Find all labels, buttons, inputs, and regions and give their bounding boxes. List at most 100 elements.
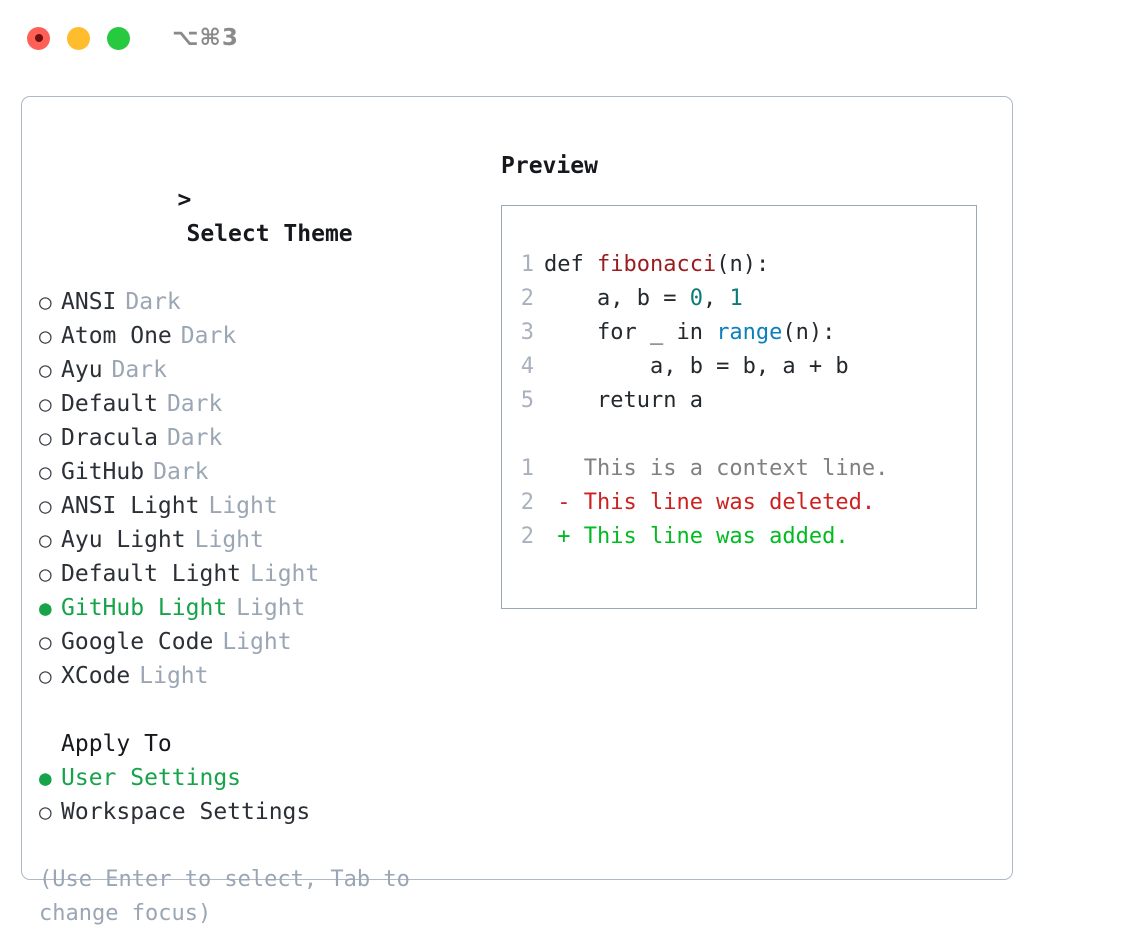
code-line: 5 return a	[502, 384, 976, 418]
line-number: 4	[520, 354, 534, 379]
theme-option-label: Atom One	[61, 323, 172, 349]
code-line: 4 a, b = b, a + b	[502, 350, 976, 384]
minimize-button[interactable]	[67, 26, 90, 50]
radio-unselected-icon: ○	[39, 630, 52, 654]
code-token: for _ in	[544, 320, 717, 345]
theme-variant-tag: Light	[236, 595, 306, 621]
radio-unselected-icon: ○	[39, 528, 52, 552]
code-token: return a	[544, 388, 703, 413]
theme-variant-tag: Light	[250, 561, 320, 587]
radio-selected-icon: ●	[39, 766, 52, 790]
radio-unselected-icon: ○	[39, 358, 52, 382]
theme-variant-tag: Light	[139, 663, 209, 689]
line-number: 3	[520, 320, 534, 345]
select-theme-title: Select Theme	[186, 221, 353, 247]
line-number: 5	[520, 388, 534, 413]
apply-to-header: Apply To	[61, 731, 172, 757]
theme-option-label: GitHub Light	[61, 595, 228, 621]
radio-unselected-icon: ○	[39, 800, 52, 824]
diff-line: 1 This is a context line.	[502, 452, 976, 486]
theme-option-label: Google Code	[61, 629, 214, 655]
code-line: 1 def fibonacci(n):	[502, 248, 976, 282]
theme-variant-tag: Dark	[166, 425, 223, 451]
apply-to-option-workspace-settings[interactable]: ○ Workspace Settings	[39, 795, 479, 829]
theme-option-label: Ayu	[61, 357, 103, 383]
apply-to-option-user-settings[interactable]: ● User Settings	[39, 761, 479, 795]
code-line: 3 for _ in range(n):	[502, 316, 976, 350]
radio-unselected-icon: ○	[39, 324, 52, 348]
apply-to-option-label: Workspace Settings	[61, 799, 311, 825]
keyboard-shortcut-label: ⌥⌘3	[172, 25, 239, 51]
theme-option-label: Default Light	[61, 561, 242, 587]
line-number: 2	[520, 286, 534, 311]
code-token: (n):	[716, 252, 770, 277]
diff-line-text: + This line was added.	[544, 524, 849, 549]
diff-line: 2 + This line was added.	[502, 520, 976, 554]
code-token: fibonacci	[596, 252, 717, 277]
code-token: a, b = b, a + b	[544, 354, 849, 379]
apply-to-option-label: User Settings	[61, 765, 242, 791]
theme-variant-tag: Dark	[153, 459, 209, 485]
radio-unselected-icon: ○	[39, 392, 52, 416]
prompt-caret-icon: >	[177, 187, 192, 213]
code-line-text: for _ in range(n):	[544, 316, 835, 350]
code-spacer	[502, 418, 976, 452]
diff-line-text: This is a context line.	[544, 456, 889, 481]
apply-to-list: ● User Settings ○ Workspace Settings	[39, 761, 479, 829]
code-token: a, b =	[544, 286, 690, 311]
radio-unselected-icon: ○	[39, 494, 52, 518]
theme-option-label: ANSI Light	[61, 493, 200, 519]
theme-option-ayu[interactable]: ○ Ayu Dark	[39, 353, 479, 387]
theme-variant-tag: Dark	[166, 391, 223, 417]
theme-option-ansi-light[interactable]: ○ ANSI Light Light	[39, 489, 479, 523]
diff-line-text: - This line was deleted.	[544, 490, 876, 515]
code-token: 0	[689, 286, 703, 311]
code-line: 2 a, b = 0, 1	[502, 282, 976, 316]
code-line-text: return a	[544, 384, 703, 418]
theme-option-label: Ayu Light	[61, 527, 186, 553]
theme-variant-tag: Light	[208, 493, 278, 519]
code-token: def	[544, 252, 597, 277]
code-token: 1	[729, 286, 743, 311]
diff-line: 2 - This line was deleted.	[502, 486, 976, 520]
theme-variant-tag: Dark	[125, 289, 181, 315]
radio-unselected-icon: ○	[39, 664, 52, 688]
diff-line-number: 1	[520, 456, 534, 481]
code-line-text: a, b = 0, 1	[544, 282, 743, 316]
theme-option-label: ANSI	[61, 289, 117, 315]
theme-option-xcode[interactable]: ○ XCode Light	[39, 659, 479, 693]
diff-line-number: 2	[520, 524, 534, 549]
titlebar: ⌥⌘3	[0, 0, 1140, 76]
radio-unselected-icon: ○	[39, 426, 52, 450]
theme-variant-tag: Dark	[111, 357, 167, 383]
radio-unselected-icon: ○	[39, 290, 52, 314]
code-line-text: def fibonacci(n):	[544, 248, 769, 282]
theme-option-label: XCode	[61, 663, 131, 689]
theme-option-ansi[interactable]: ○ ANSI Dark	[39, 285, 479, 319]
maximize-button[interactable]	[107, 26, 130, 50]
theme-option-ayu-light[interactable]: ○ Ayu Light Light	[39, 523, 479, 557]
keyboard-hint: (Use Enter to select, Tab to change focu…	[39, 867, 410, 926]
theme-option-label: Default	[61, 391, 158, 417]
radio-unselected-icon: ○	[39, 562, 52, 586]
close-button[interactable]	[27, 26, 50, 50]
radio-unselected-icon: ○	[39, 460, 52, 484]
window-controls	[27, 26, 130, 50]
theme-option-default[interactable]: ○ Default Dark	[39, 387, 479, 421]
theme-variant-tag: Light	[194, 527, 264, 553]
theme-variant-tag: Dark	[180, 323, 237, 349]
theme-option-atom-one[interactable]: ○ Atom One Dark	[39, 319, 479, 353]
line-number: 1	[520, 252, 534, 277]
theme-option-default-light[interactable]: ○ Default Light Light	[39, 557, 479, 591]
diff-line-number: 2	[520, 490, 534, 515]
select-theme-header: > Select Theme	[39, 149, 479, 285]
